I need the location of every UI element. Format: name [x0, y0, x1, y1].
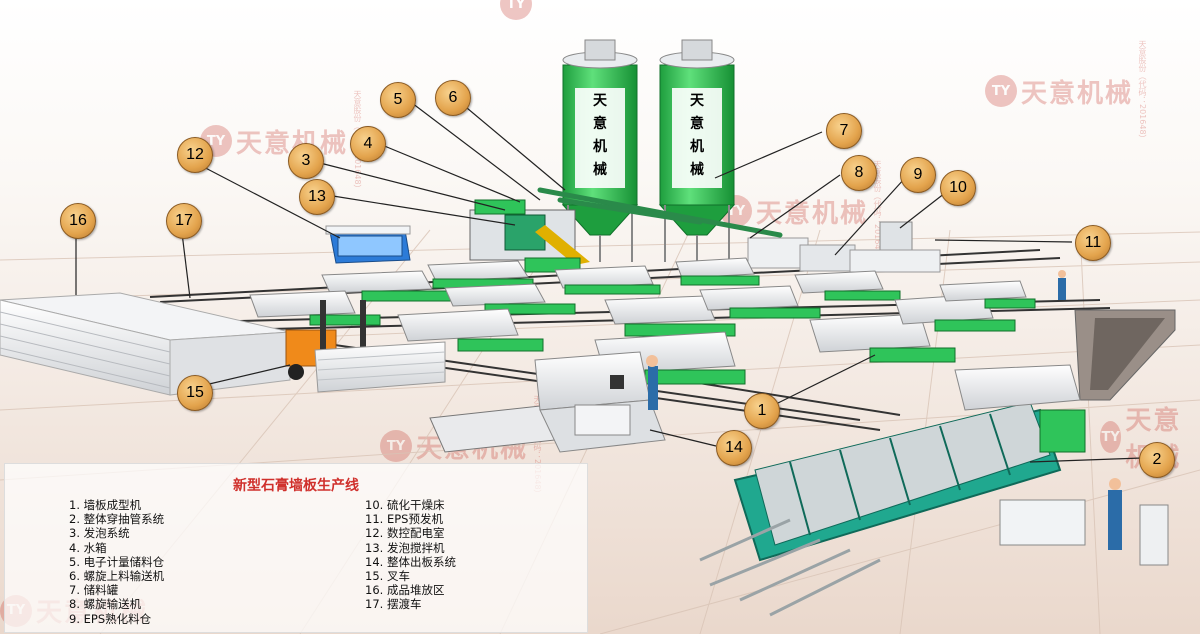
- mixing-platform: [469, 199, 590, 273]
- callout-9: 9: [900, 157, 936, 193]
- callout-8: 8: [841, 155, 877, 191]
- callout-17: 17: [166, 203, 202, 239]
- brand-logo-icon: TY: [500, 0, 532, 20]
- silo-left: [561, 39, 639, 262]
- legend-item: 3. 发泡系统: [69, 526, 130, 541]
- watermark-sub: 天意股份（代码：201648）: [533, 395, 543, 498]
- legend-column-left: 1. 墙板成型机 2. 整体穿抽管系统 3. 发泡系统 4. 水箱 5. 电子计…: [69, 498, 164, 626]
- silo-label-right: 天 意 机 械: [688, 90, 706, 182]
- legend-item: 9. EPS熟化料仓: [69, 611, 152, 626]
- silo-char: 机: [593, 139, 607, 155]
- brand-logo-icon: TY: [985, 75, 1017, 108]
- callout-12: 12: [177, 137, 213, 173]
- wall-panel-molding-machines: [249, 257, 1036, 385]
- callout-15: 15: [177, 375, 213, 411]
- legend-item: 1. 墙板成型机: [69, 498, 142, 512]
- silo-char: 天: [690, 93, 704, 109]
- silo-char: 意: [593, 116, 607, 132]
- silo-char: 天: [593, 93, 607, 109]
- callout-4: 4: [350, 126, 386, 162]
- watermark-brand: 天意机械: [1021, 78, 1134, 109]
- screw-conveyors: [537, 187, 783, 238]
- callout-2: 2: [1139, 442, 1175, 478]
- silo-label-left: 天 意 机 械: [591, 90, 609, 182]
- callout-14: 14: [716, 430, 752, 466]
- legend-item: 16. 成品堆放区: [365, 583, 445, 598]
- brand-logo-icon: TY: [380, 430, 412, 463]
- legend-column-right: 10. 硫化干燥床 11. EPS预发机 12. 数控配电室 13. 发泡搅拌机…: [365, 498, 456, 612]
- legend-item: 15. 叉车: [365, 568, 410, 583]
- callout-13: 13: [299, 179, 335, 215]
- watermark-brand: 天意机械: [756, 198, 869, 229]
- finished-panel-stacks: [0, 292, 291, 396]
- leader-lines: [75, 97, 1143, 463]
- callout-7: 7: [826, 113, 862, 149]
- silo-char: 械: [690, 162, 704, 178]
- legend-panel: 新型石膏墙板生产线 1. 墙板成型机 2. 整体穿抽管系统 3. 发泡系统 4.…: [4, 463, 588, 633]
- callout-6: 6: [435, 80, 471, 116]
- legend-item: 5. 电子计量储料仓: [69, 554, 165, 569]
- forklift: [285, 300, 446, 393]
- core-pulling-frame: [699, 270, 1169, 617]
- legend-item: 11. EPS预发机: [365, 512, 443, 527]
- silo-right: [658, 39, 736, 262]
- control-room: [325, 225, 411, 264]
- silo-char: 意: [690, 116, 704, 132]
- legend-item: 14. 整体出板系统: [365, 554, 456, 569]
- silo-char: 机: [690, 139, 704, 155]
- legend-item: 2. 整体穿抽管系统: [69, 512, 165, 527]
- eps-equipment: [747, 221, 941, 273]
- legend-item: 4. 水箱: [69, 540, 107, 555]
- watermark: TY 天意机械 天意股份（代码：201648）: [985, 40, 1148, 143]
- legend-item: 8. 螺旋输送机: [69, 597, 142, 612]
- callout-11: 11: [1075, 225, 1111, 261]
- brand-logo-icon: TY: [1100, 421, 1122, 453]
- legend-item: 6. 螺旋上料输送机: [69, 568, 165, 583]
- callout-10: 10: [940, 170, 976, 206]
- callout-16: 16: [60, 203, 96, 239]
- callout-1: 1: [744, 393, 780, 429]
- legend-title: 新型石膏墙板生产线: [233, 478, 359, 494]
- watermark-sub: 天意股份（代码：201648）: [1138, 40, 1148, 143]
- silo-char: 械: [593, 162, 607, 178]
- legend-item: 12. 数控配电室: [365, 526, 445, 541]
- callout-5: 5: [380, 82, 416, 118]
- watermark: TY: [500, 0, 532, 20]
- legend-item: 10. 硫化干燥床: [365, 498, 445, 512]
- legend-item: 13. 发泡搅拌机: [365, 540, 445, 555]
- board-extraction-system: [429, 351, 666, 453]
- watermark-sub: 天意股份（代码：201648）: [873, 160, 883, 263]
- legend-item: 17. 摆渡车: [365, 597, 422, 612]
- callout-3: 3: [288, 143, 324, 179]
- legend-item: 7. 储料罐: [69, 583, 119, 598]
